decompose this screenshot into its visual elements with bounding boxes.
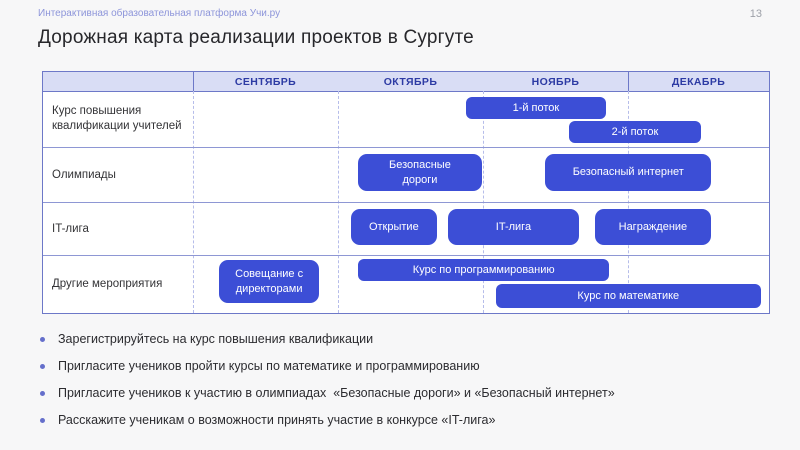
gantt-bar: 2-й поток bbox=[568, 121, 702, 143]
bullet-dot bbox=[40, 337, 45, 342]
page-number: 13 bbox=[749, 8, 762, 20]
bullet-item: Пригласите учеников к участию в олимпиад… bbox=[38, 385, 768, 402]
bullet-item: Зарегистрируйтесь на курс повышения квал… bbox=[38, 331, 768, 348]
gantt-bar: Совещание с директорами bbox=[219, 260, 320, 303]
gantt-bar: Открытие bbox=[351, 209, 437, 245]
gantt-row-label: Другие мероприятия bbox=[52, 278, 163, 291]
gantt-bar: IT-лига bbox=[448, 209, 579, 245]
month-header-2: ОКТЯБРЬ bbox=[383, 75, 438, 88]
gantt-row-label: Курс повышения квалификации учителей bbox=[52, 105, 182, 132]
gantt-bar: 1-й поток bbox=[465, 97, 607, 119]
gantt-row-label: IT-лига bbox=[52, 222, 89, 235]
gantt-month-header-row: СЕНТЯБРЬ ОКТЯБРЬ НОЯБРЬ ДЕКАБРЬ bbox=[43, 72, 769, 92]
header-separator bbox=[628, 72, 629, 91]
gantt-row: Курс повышения квалификации учителей 1-й … bbox=[43, 91, 769, 147]
gantt-row: IT-лига Открытие IT-лига Награждение bbox=[43, 202, 769, 255]
bullet-dot bbox=[40, 364, 45, 369]
bullet-item: Пригласите учеников пройти курсы по мате… bbox=[38, 358, 768, 375]
month-header-1: СЕНТЯБРЬ bbox=[234, 75, 297, 88]
gantt-bar: Курс по математике bbox=[496, 284, 761, 308]
bullet-text: Зарегистрируйтесь на курс повышения квал… bbox=[58, 332, 374, 346]
top-bar: Интерактивная образовательная платформа … bbox=[38, 8, 762, 20]
gantt-bar: Безопасные дороги bbox=[358, 154, 482, 191]
bullet-text: Пригласите учеников пройти курсы по мате… bbox=[58, 359, 480, 373]
gantt-bar: Награждение bbox=[594, 209, 712, 245]
bullet-list: Зарегистрируйтесь на курс повышения квал… bbox=[38, 331, 768, 439]
bullet-item: Расскажите ученикам о возможности принят… bbox=[38, 412, 768, 429]
bullet-dot bbox=[40, 418, 45, 423]
roadmap-gantt-table: СЕНТЯБРЬ ОКТЯБРЬ НОЯБРЬ ДЕКАБРЬ Курс повыше… bbox=[42, 71, 770, 314]
bullet-dot bbox=[40, 391, 45, 396]
gantt-row: Другие мероприятия Совещание с директорам… bbox=[43, 255, 769, 313]
gantt-bar: Курс по программированию bbox=[358, 259, 610, 281]
header-separator bbox=[193, 72, 194, 91]
month-header-3: НОЯБРЬ bbox=[531, 75, 580, 88]
gantt-body: Курс повышения квалификации учителей 1-й … bbox=[43, 91, 769, 313]
month-header-4: ДЕКАБРЬ bbox=[671, 75, 726, 88]
bullet-text: Расскажите ученикам о возможности принят… bbox=[58, 413, 496, 427]
gantt-row: Олимпиады Безопасные дороги Безопасный инт… bbox=[43, 147, 769, 202]
bullet-text: Пригласите учеников к участию в олимпиад… bbox=[58, 386, 615, 400]
gantt-row-label: Олимпиады bbox=[52, 168, 116, 181]
gantt-bar: Безопасный интернет bbox=[545, 154, 712, 191]
platform-label: Интерактивная образовательная платформа … bbox=[38, 8, 281, 19]
page-title: Дорожная карта реализации проектов в Сур… bbox=[38, 27, 474, 48]
